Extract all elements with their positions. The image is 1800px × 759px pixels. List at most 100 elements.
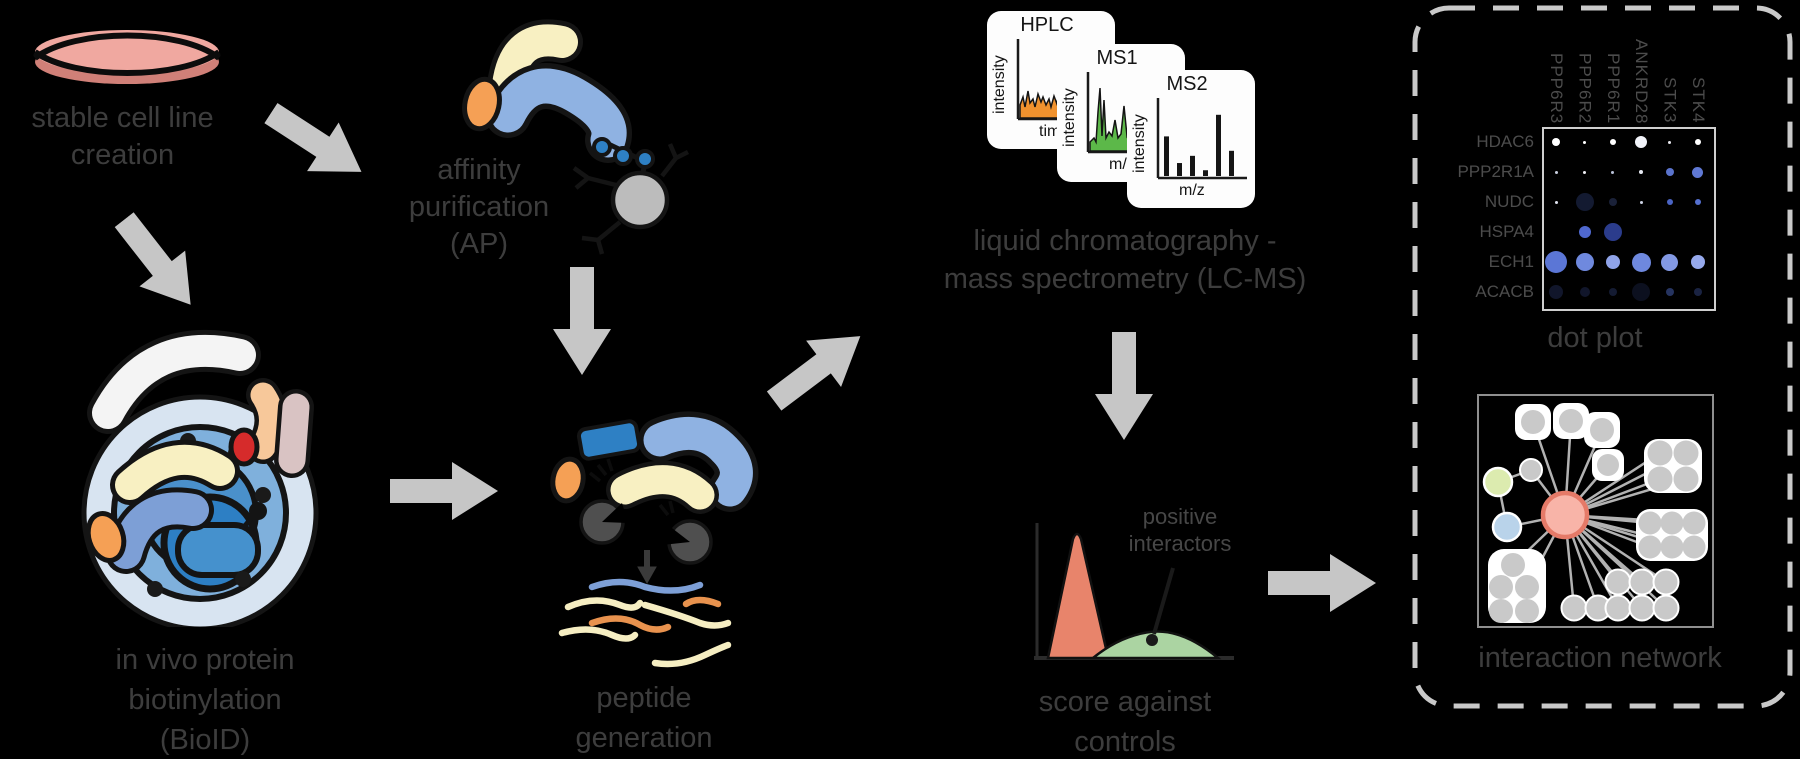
caption-line: dot plot xyxy=(1547,322,1643,354)
ms2-bar xyxy=(1216,114,1221,176)
arrow-cellline-to-bioid-icon xyxy=(114,212,191,305)
bead-icon xyxy=(610,170,670,230)
dot-plot-dot xyxy=(1578,226,1591,238)
caption-bioid: in vivo protein biotinylation (BioID) xyxy=(85,640,325,759)
hplc-card-title: HPLC xyxy=(1020,14,1074,36)
caption-line: controls xyxy=(1074,726,1176,758)
biotin-dot xyxy=(592,137,612,157)
ms2-card-title: MS2 xyxy=(1166,73,1208,95)
caption-dot-plot: dot plot xyxy=(1495,320,1695,357)
caption-line: purification xyxy=(408,191,550,223)
dot-plot-column-label: STK3 xyxy=(1660,77,1680,124)
arrow-peptide-to-lcms-icon xyxy=(766,336,861,411)
affinity-purification-icon xyxy=(462,19,690,255)
dot-plot-dot xyxy=(1631,252,1651,272)
caption-line: score against xyxy=(1038,686,1212,718)
caption-line: liquid chromatography - xyxy=(973,225,1277,257)
network-complex-nodes xyxy=(1488,403,1708,623)
arrow-cellline-to-ap-icon xyxy=(264,102,362,172)
annotation-line: interactors xyxy=(1128,531,1232,556)
ms2-bar xyxy=(1229,150,1234,176)
dot-plot-dot xyxy=(1635,136,1648,148)
caption-lcms: liquid chromatography - mass spectrometr… xyxy=(925,222,1325,298)
dot-plot-dot xyxy=(1575,253,1594,271)
annotation-line: positive xyxy=(1142,504,1218,529)
dot-plot-dot xyxy=(1554,200,1558,204)
results-dashed-box xyxy=(1412,5,1793,709)
dot-plot-dot xyxy=(1694,139,1701,145)
dot-plot-dot xyxy=(1668,140,1671,144)
bait-hub-node xyxy=(1540,490,1590,540)
dot-plot-dot xyxy=(1545,251,1568,273)
caption-peptide: peptide generation xyxy=(534,678,754,758)
ms2-xlabel: m/z xyxy=(1179,182,1205,199)
dot-plot-dot xyxy=(1608,198,1617,206)
dot-plot-dot xyxy=(1693,288,1702,296)
arrow-bioid-to-peptide-icon xyxy=(390,462,498,520)
dot-plot-column-label: ANKRD28 xyxy=(1632,38,1652,124)
ms2-bar xyxy=(1190,155,1195,176)
ms2-card: MS2 intensity m/z xyxy=(1127,70,1255,208)
dot-plot-dot xyxy=(1603,223,1622,241)
dot-plot-dot xyxy=(1605,255,1620,269)
caption-line: generation xyxy=(575,722,713,754)
dot-plot-row-label: PPP2R1A xyxy=(1457,162,1534,181)
dot-plot-dot xyxy=(1549,285,1564,299)
dot-plot-row-label: NUDC xyxy=(1484,192,1534,211)
petri-dish-icon xyxy=(33,30,221,84)
hplc-ylabel: intensity xyxy=(991,55,1008,115)
dot-plot-dot xyxy=(1666,199,1673,205)
dot-plot-dot xyxy=(1554,170,1558,174)
dot-plot-row-label: ECH1 xyxy=(1488,252,1534,271)
dot-plot-dot xyxy=(1639,200,1643,204)
dot-plot-dot xyxy=(1583,140,1586,144)
ms2-bar xyxy=(1164,136,1169,176)
caption-score: score against controls xyxy=(985,682,1265,759)
dot-plot-row-label: ACACB xyxy=(1475,282,1534,301)
dot-plot-dot xyxy=(1661,253,1678,271)
caption-cell-line: stable cell line creation xyxy=(10,100,235,174)
interaction-network-icon xyxy=(1477,394,1714,628)
caption-network: interaction network xyxy=(1450,640,1750,677)
caption-line: stable cell line xyxy=(31,102,214,134)
cut-sparks xyxy=(588,458,675,517)
annotation-dot xyxy=(1146,634,1158,646)
green-node xyxy=(1482,466,1514,498)
dot-plot-row-label: HSPA4 xyxy=(1479,222,1535,241)
arrow-score-to-results-icon xyxy=(1268,554,1376,612)
biotin-dot xyxy=(635,149,655,169)
dot-plot-dot xyxy=(1665,168,1674,176)
dot-plot-column-label: STK4 xyxy=(1688,77,1708,124)
dot-plot-dot xyxy=(1609,139,1616,145)
caption-line: affinity xyxy=(437,154,521,186)
dot-plot-column-label: PPP6R1 xyxy=(1603,52,1623,124)
protease-digestion-icon xyxy=(550,411,759,668)
protease-icon xyxy=(579,499,713,565)
caption-line: (AP) xyxy=(450,228,508,260)
dot-plot-column-label: PPP6R2 xyxy=(1575,52,1595,124)
ms2-bar xyxy=(1177,163,1182,176)
dot-plot-dot xyxy=(1692,166,1704,178)
arrow-ap-to-peptide-icon xyxy=(553,267,611,375)
positive-interactors-annotation: positive interactors xyxy=(1100,503,1260,557)
biotin-dot xyxy=(613,146,633,166)
bioid-cell-icon xyxy=(81,329,319,627)
caption-line: creation xyxy=(70,139,175,171)
peptide-lines-icon xyxy=(558,578,732,668)
dot-plot-dot xyxy=(1665,288,1674,296)
caption-line: mass spectrometry (LC-MS) xyxy=(943,263,1307,295)
antibody-y-icon xyxy=(572,143,690,255)
dot-plot-dot xyxy=(1632,283,1651,301)
caption-line: in vivo protein xyxy=(115,644,295,676)
arrow-lcms-to-score-icon xyxy=(1095,332,1153,440)
dot-plot-dot xyxy=(1575,193,1594,211)
tag-icon xyxy=(576,419,642,461)
dot-plot-dot xyxy=(1694,199,1701,205)
dot-plot-dot xyxy=(1552,138,1561,146)
small-down-arrow-icon xyxy=(637,550,657,585)
caption-ap: affinity purification (AP) xyxy=(369,152,589,263)
ms2-bar xyxy=(1203,170,1208,176)
blue-node xyxy=(1491,511,1523,543)
